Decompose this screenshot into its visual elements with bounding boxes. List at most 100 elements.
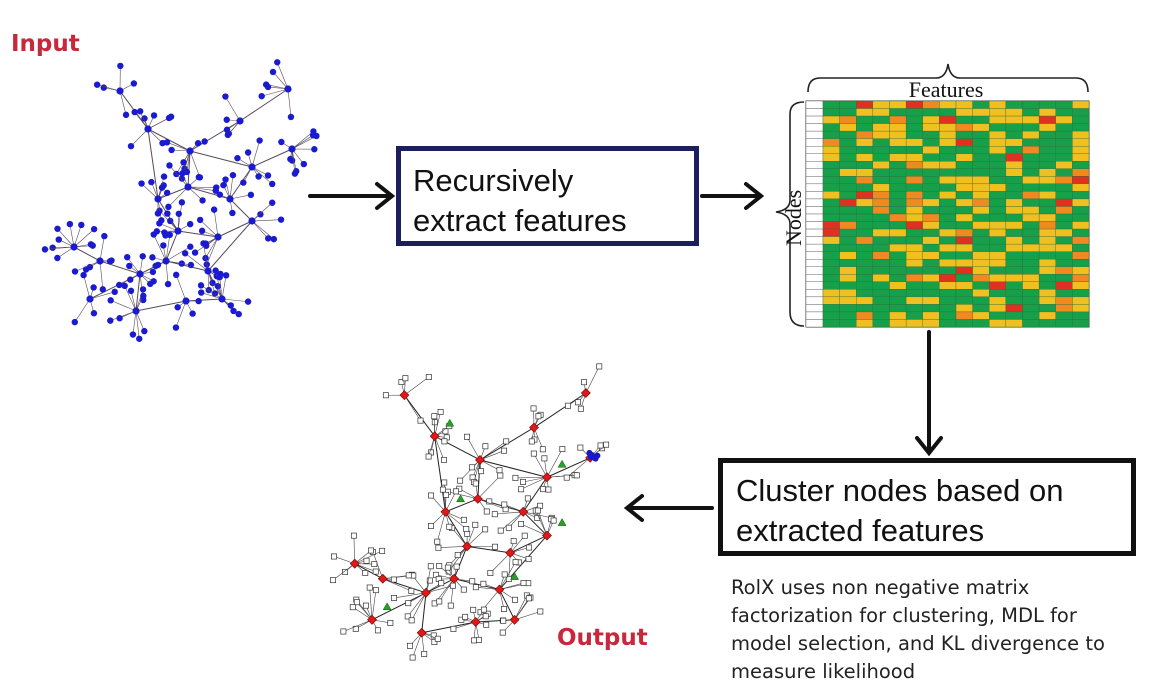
graph-edge <box>74 298 91 323</box>
matrix-cell <box>905 319 923 328</box>
matrix-cell <box>972 304 990 313</box>
matrix-cell <box>1072 319 1090 328</box>
graph-node <box>288 145 296 153</box>
step1-line2: extract features <box>413 203 627 238</box>
arrow-matrix-to-step2 <box>915 330 943 457</box>
matrix-cell <box>939 274 957 282</box>
matrix-cell <box>822 304 840 313</box>
matrix-cell <box>1072 311 1090 320</box>
matrix-cell <box>972 236 990 245</box>
matrix-cell <box>856 161 874 169</box>
graph-edge <box>187 186 217 188</box>
matrix-cell <box>972 296 990 305</box>
graph-node <box>398 379 405 385</box>
graph-node <box>530 405 537 412</box>
matrix-cell <box>955 130 973 139</box>
matrix-cell <box>939 183 957 192</box>
graph-node <box>524 495 531 502</box>
matrix-cell <box>972 176 990 185</box>
matrix-cell <box>955 296 973 305</box>
matrix-cell <box>872 274 890 282</box>
graph-node <box>521 532 528 539</box>
graph-node <box>441 438 448 445</box>
graph-edge <box>200 285 223 300</box>
graph-node <box>486 498 493 505</box>
graph-node <box>179 170 186 177</box>
nodes-label: Nodes <box>781 190 806 246</box>
matrix-cell <box>889 123 907 132</box>
matrix-cell <box>1038 146 1056 154</box>
matrix-cell <box>1022 259 1040 267</box>
graph-node <box>244 149 252 156</box>
matrix-cell <box>989 123 1007 132</box>
graph-node <box>255 173 262 180</box>
matrix-cell <box>1038 319 1056 328</box>
graph-edge <box>130 128 149 147</box>
matrix-cell <box>922 221 940 230</box>
matrix-cell <box>856 206 874 215</box>
matrix-cell <box>922 243 940 252</box>
graph-edge <box>407 592 427 617</box>
graph-edge <box>169 165 189 188</box>
matrix-cell <box>1055 281 1073 290</box>
graph-node <box>577 405 584 412</box>
matrix-cell <box>856 153 874 162</box>
matrix-row-label-cell <box>805 274 824 282</box>
matrix-cell <box>872 259 890 267</box>
graph-node-periphery <box>557 518 567 526</box>
graph-node <box>141 327 148 335</box>
graph-node <box>116 315 123 322</box>
output-label: Output <box>557 625 648 651</box>
matrix-cell <box>989 100 1007 109</box>
graph-edge <box>438 546 468 548</box>
graph-edge <box>382 578 427 594</box>
matrix-cell <box>939 266 957 275</box>
matrix-cell <box>955 183 973 192</box>
graph-edge <box>215 270 223 300</box>
matrix-cell <box>872 251 890 260</box>
matrix-cell <box>822 296 840 305</box>
graph-edge <box>499 582 524 590</box>
matrix-cell <box>889 274 907 282</box>
matrix-cell <box>1055 191 1073 200</box>
graph-node <box>518 486 525 493</box>
matrix-cell <box>889 221 907 230</box>
matrix-cell <box>1072 274 1090 282</box>
graph-node-periphery <box>557 459 567 468</box>
graph-node-clique <box>587 454 594 461</box>
matrix-cell <box>839 213 857 222</box>
graph-node <box>264 83 272 91</box>
matrix-cell <box>1038 161 1056 169</box>
matrix-row-label-cell <box>805 138 824 147</box>
graph-node <box>499 629 506 636</box>
graph-node <box>90 310 98 317</box>
graph-node <box>269 180 276 188</box>
matrix-cell <box>889 108 907 117</box>
matrix-cell <box>922 100 940 109</box>
graph-node <box>417 417 424 424</box>
graph-node <box>248 217 256 225</box>
matrix-cell <box>922 289 940 298</box>
matrix-cell <box>905 221 923 230</box>
graph-node <box>430 632 437 639</box>
matrix-cell <box>1005 146 1023 154</box>
matrix-cell <box>872 168 890 177</box>
graph-edge <box>97 84 121 92</box>
graph-node <box>428 523 434 529</box>
matrix-cell <box>989 289 1007 298</box>
graph-node-bridge <box>475 455 485 465</box>
graph-edge <box>89 291 115 300</box>
graph-node <box>154 195 162 203</box>
graph-node <box>96 257 104 265</box>
matrix-cell <box>872 221 890 230</box>
matrix-cell <box>955 138 973 147</box>
matrix-cell <box>1005 251 1023 260</box>
matrix-cell <box>922 115 940 124</box>
matrix-cell <box>1022 108 1040 117</box>
matrix-cell <box>839 153 857 162</box>
matrix-cell <box>856 183 874 192</box>
graph-node <box>106 258 114 265</box>
matrix-cell <box>1038 243 1056 252</box>
matrix-cell <box>1072 221 1090 230</box>
graph-node <box>487 570 494 576</box>
